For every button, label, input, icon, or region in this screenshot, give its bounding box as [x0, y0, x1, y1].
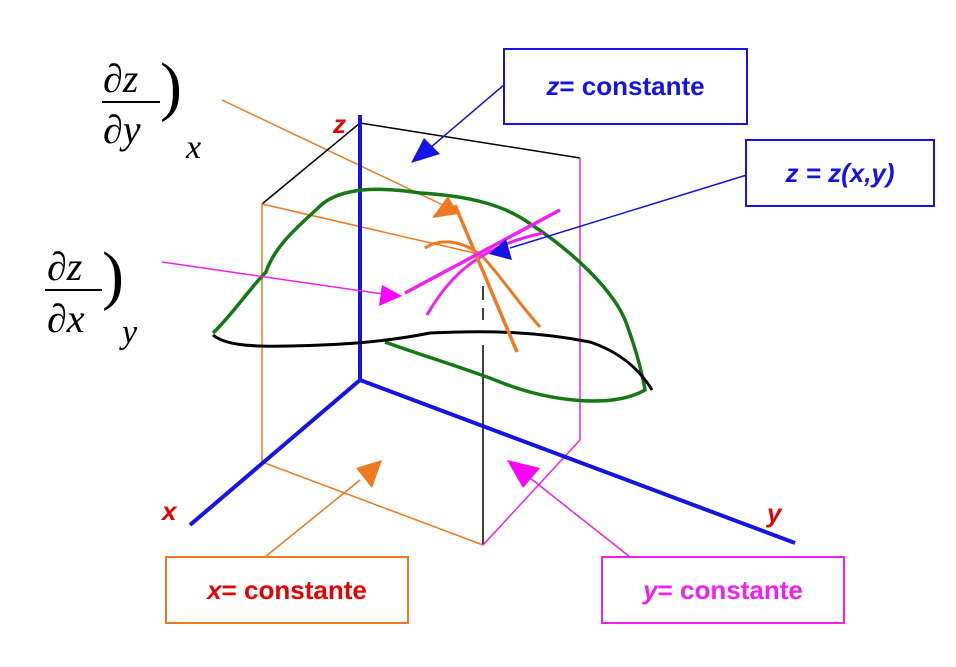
dzdy-bracket: ) — [160, 50, 182, 123]
x-constant-pointer-arrowhead — [356, 460, 382, 488]
x-axis-label: x — [160, 496, 178, 526]
y-constant-label-box: y = constante — [601, 556, 845, 624]
y-constant-text: = constante — [657, 574, 803, 605]
z-constant-label-box: z = constante — [503, 48, 748, 125]
y-constant-variable: y — [643, 574, 658, 605]
z-constant-variable: z — [546, 71, 560, 101]
dzdx-bracket: ) — [102, 239, 124, 312]
y-constant-plane — [482, 158, 581, 546]
dzdy-numerator: ∂z — [103, 56, 139, 101]
partial-derivative-dzdx: ∂z ∂x ) y — [45, 239, 138, 351]
y-constant-pointer-line — [529, 477, 631, 558]
dzdx-subscript: y — [119, 314, 138, 351]
z-function-pointer-line — [509, 173, 751, 249]
z-constant-text: = constante — [559, 71, 705, 101]
z-function-pointer-arrowhead — [489, 239, 512, 260]
z-function-label-box: z = z(x,y) — [745, 139, 935, 207]
tangent-line-y — [453, 204, 519, 353]
z-constant-pointer-arrowhead — [411, 138, 440, 163]
z-function-text: z = z(x,y) — [785, 157, 895, 188]
z-constant-pointer-line — [429, 83, 506, 149]
x-constant-label-box: x = constante — [165, 556, 409, 624]
dzdy-denominator: ∂y — [103, 107, 141, 152]
tangent-line-x — [404, 208, 561, 295]
dzdy-pointer-line — [221, 99, 446, 207]
surface-outline — [211, 187, 647, 403]
x-constant-plane — [261, 203, 484, 546]
dzdx-pointer-arrowhead — [379, 285, 402, 306]
partial-derivative-dzdy: ∂z ∂y ) x — [102, 50, 201, 166]
x-axis — [188, 378, 362, 527]
dzdy-pointer-arrowhead — [432, 196, 458, 218]
z-axis-label: z — [332, 109, 346, 139]
y-constant-pointer-arrowhead — [507, 460, 540, 488]
dzdx-numerator: ∂z — [47, 244, 83, 289]
x-constant-text: = constante — [221, 574, 367, 605]
magenta-curve-on-surface — [425, 231, 544, 316]
box-top-left-edge — [261, 122, 361, 205]
y-axis — [359, 378, 796, 545]
dzdy-subscript: x — [185, 129, 201, 166]
surface-base-trace — [212, 330, 654, 391]
dzdx-denominator: ∂x — [47, 296, 85, 341]
box-top-right-edge — [359, 122, 581, 159]
dzdx-pointer-line — [161, 261, 384, 295]
y-axis-label: y — [765, 498, 783, 528]
x-constant-variable: x — [207, 574, 222, 605]
x-constant-pointer-line — [264, 479, 361, 558]
